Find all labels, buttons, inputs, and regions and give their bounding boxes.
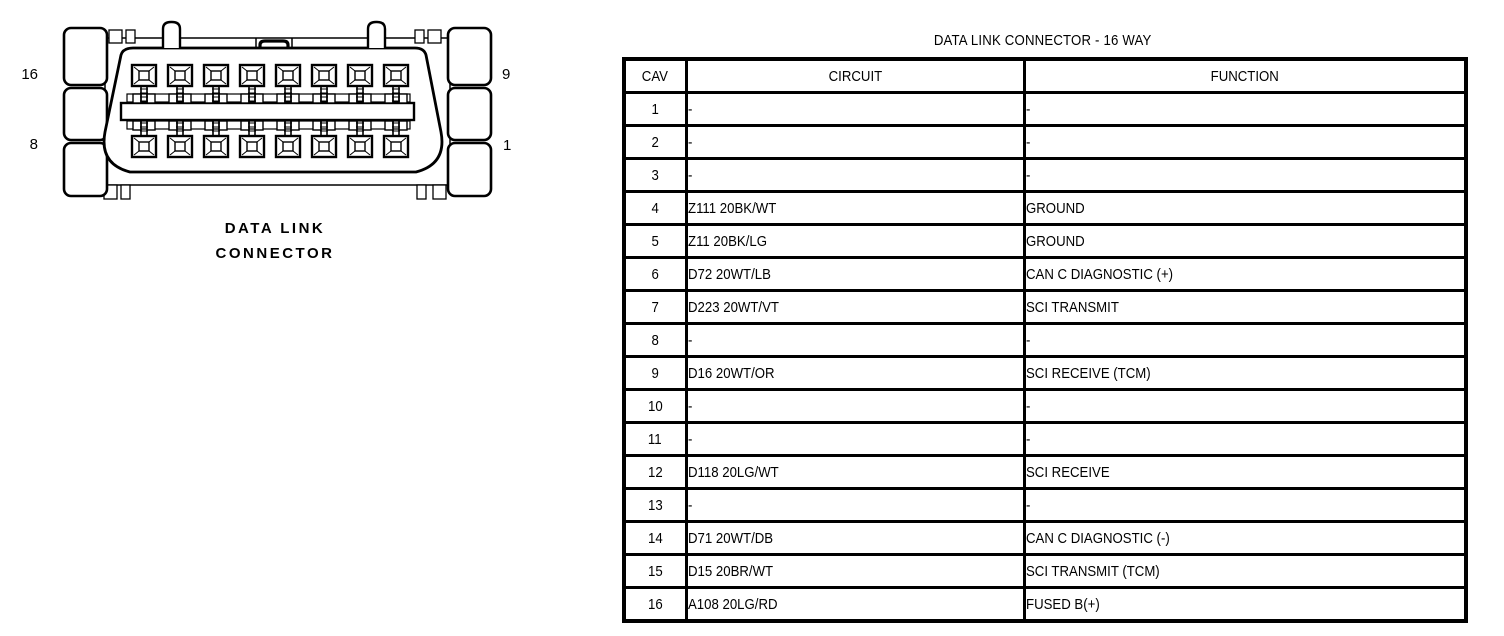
connector-pin-field: [119, 63, 416, 159]
cell-function-row15: SCI TRANSMIT (TCM): [1022, 553, 1468, 589]
table-title: DATA LINK CONNECTOR - 16 WAY: [934, 32, 1152, 49]
cell-function-row2: -: [1022, 124, 1468, 160]
cell-circuit-row8: -: [684, 322, 1026, 358]
cell-function-row4: GROUND: [1022, 190, 1468, 226]
cell-circuit-row13: -: [684, 487, 1026, 523]
connector-caption-line2: CONNECTOR: [215, 245, 335, 262]
cell-function-row11: -: [1022, 421, 1468, 457]
table-row: 2--: [622, 124, 1468, 160]
cell-cav-row7: 7: [622, 289, 688, 325]
cell-function-row16: FUSED B(+): [1022, 586, 1468, 623]
cell-function-row1: -: [1022, 91, 1468, 127]
cell-cav-row5: 5: [622, 223, 688, 259]
cell-circuit-row15: D15 20BR/WT: [684, 553, 1026, 589]
connector-caption: DATA LINK CONNECTOR: [155, 216, 395, 266]
cell-circuit-row7: D223 20WT/VT: [684, 289, 1026, 325]
cell-circuit-row11: -: [684, 421, 1026, 457]
table-row: 1--: [622, 91, 1468, 127]
table-row: 10--: [622, 388, 1468, 424]
cell-cav-row10: 10: [622, 388, 688, 424]
cell-function-row13: -: [1022, 487, 1468, 523]
cell-circuit-row10: -: [684, 388, 1026, 424]
cell-function-row8: -: [1022, 322, 1468, 358]
table-row: 3--: [622, 157, 1468, 193]
pin-label-1: 1: [503, 137, 512, 154]
cell-circuit-row9: D16 20WT/OR: [684, 355, 1026, 391]
cell-cav-row11: 11: [622, 421, 688, 457]
cell-function-row12: SCI RECEIVE: [1022, 454, 1468, 490]
cell-function-row9: SCI RECEIVE (TCM): [1022, 355, 1468, 391]
table-header-row: CAV CIRCUIT FUNCTION: [622, 57, 1468, 94]
cell-circuit-row3: -: [684, 157, 1026, 193]
cell-cav-row15: 15: [622, 553, 688, 589]
cell-function-row5: GROUND: [1022, 223, 1468, 259]
cell-circuit-row5: Z11 20BK/LG: [684, 223, 1026, 259]
cell-circuit-row14: D71 20WT/DB: [684, 520, 1026, 556]
cell-circuit-row16: A108 20LG/RD: [684, 586, 1026, 623]
table-row: 11--: [622, 421, 1468, 457]
connector-side-tabs: [62, 26, 493, 198]
cell-cav-row6: 6: [622, 256, 688, 292]
cell-cav-row2: 2: [622, 124, 688, 160]
column-header-circuit: CIRCUIT: [684, 57, 1026, 94]
cell-function-row10: -: [1022, 388, 1468, 424]
table-row: 8--: [622, 322, 1468, 358]
connector-corner-details: [103, 29, 447, 200]
cell-cav-row12: 12: [622, 454, 688, 490]
column-header-function: FUNCTION: [1022, 57, 1468, 94]
cell-function-row6: CAN C DIAGNOSTIC (+): [1022, 256, 1468, 292]
cell-cav-row9: 9: [622, 355, 688, 391]
cell-cav-row3: 3: [622, 157, 688, 193]
column-header-cav: CAV: [622, 57, 688, 94]
connector-caption-line1: DATA LINK: [224, 220, 326, 237]
connector-top-bumps: [161, 20, 387, 48]
cell-function-row7: SCI TRANSMIT: [1022, 289, 1468, 325]
cell-cav-row16: 16: [622, 586, 688, 623]
connector-latch: [255, 38, 293, 48]
pin-label-16: 16: [21, 66, 38, 83]
cell-circuit-row4: Z111 20BK/WT: [684, 190, 1026, 226]
pin-label-8: 8: [29, 136, 38, 153]
cell-circuit-row2: -: [684, 124, 1026, 160]
cell-circuit-row1: -: [684, 91, 1026, 127]
cell-cav-row8: 8: [622, 322, 688, 358]
table-row: 13--: [622, 487, 1468, 523]
cell-circuit-row12: D118 20LG/WT: [684, 454, 1026, 490]
cell-cav-row13: 13: [622, 487, 688, 523]
cell-cav-row1: 1: [622, 91, 688, 127]
cell-cav-row4: 4: [622, 190, 688, 226]
cell-function-row3: -: [1022, 157, 1468, 193]
cell-circuit-row6: D72 20WT/LB: [684, 256, 1026, 292]
center-rail: [119, 101, 416, 122]
cell-cav-row14: 14: [622, 520, 688, 556]
cell-function-row14: CAN C DIAGNOSTIC (-): [1022, 520, 1468, 556]
data-link-connector-diagram: [62, 20, 493, 200]
pin-label-9: 9: [502, 66, 511, 83]
